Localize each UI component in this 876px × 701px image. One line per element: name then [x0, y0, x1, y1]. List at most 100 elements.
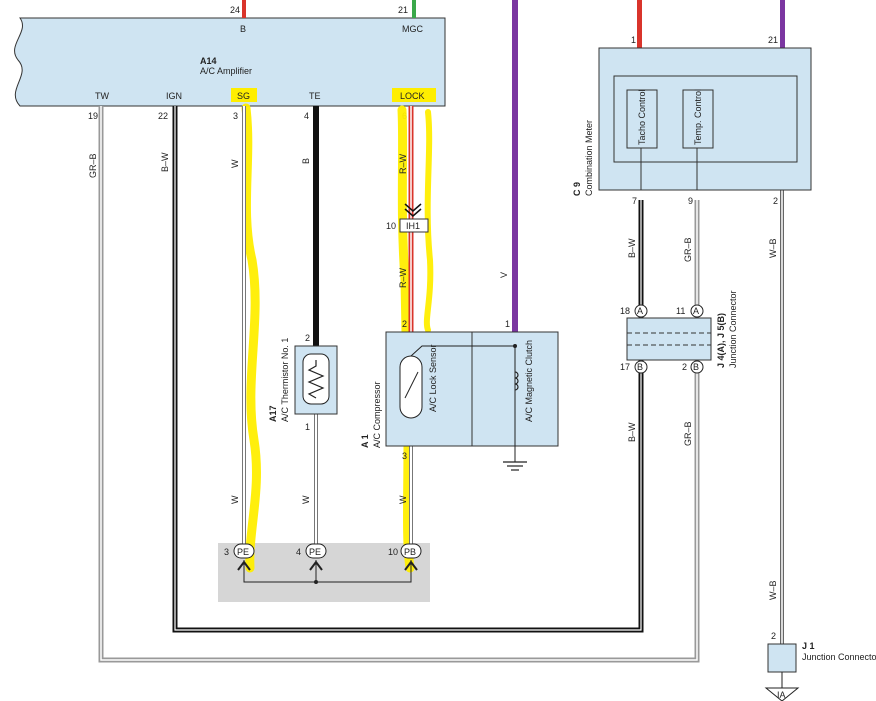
shield-pe-1: PE 3	[224, 543, 412, 583]
label-gr-b-left: GR–B	[88, 153, 98, 178]
temp-control-label: Temp. Control	[693, 89, 703, 145]
label-b-w-left: B–W	[160, 152, 170, 172]
lock-sensor-link	[410, 345, 515, 357]
ia-ground-triangle-icon	[764, 687, 800, 701]
wire-ign-b-w-inner	[174, 106, 642, 631]
junction-pin-11: 11	[676, 306, 685, 316]
ground-ia-label: IA	[777, 690, 786, 700]
junction-name: Junction Connector	[728, 290, 738, 368]
ih1-pin: 10	[386, 221, 396, 231]
shield-pb: PB 10	[388, 543, 422, 571]
amplifier-id: A14	[200, 56, 217, 66]
svg-text:PB: PB	[404, 547, 416, 557]
thermistor-pin-bottom: 1	[305, 422, 310, 432]
highlight-lock	[392, 88, 436, 102]
compressor-pin-bottom: 3	[402, 451, 407, 461]
j1-pin: 2	[771, 631, 776, 641]
j1-name: Junction Connector	[802, 652, 876, 662]
compressor-id: A 1	[360, 434, 370, 448]
ground-icon	[503, 461, 527, 471]
label-w-b-meter-bottom: W–B	[768, 580, 778, 600]
ih1-connector	[399, 218, 429, 233]
wire-mgc-green-top	[412, 0, 416, 18]
label-v: V	[499, 272, 509, 278]
svg-text:4: 4	[296, 547, 301, 557]
label-w-b-meter-top: W–B	[768, 238, 778, 258]
compressor-name: A/C Compressor	[372, 381, 382, 448]
junction-pin-2: 2	[682, 362, 687, 372]
j1-box	[767, 643, 797, 673]
meter-pin-1: 1	[631, 35, 636, 45]
junction-pin-b-1	[634, 360, 648, 374]
tacho-control-box	[626, 89, 658, 149]
svg-text:PE: PE	[309, 547, 321, 557]
junction-pin-a-2-conn: A	[693, 306, 699, 316]
amplifier-box	[14, 17, 446, 107]
clutch-coil-icon	[514, 371, 519, 391]
label-w-sg-bottom: W	[230, 495, 240, 504]
amp-label-sg: SG	[237, 91, 250, 101]
amp-pin-4: 4	[304, 111, 309, 121]
svg-text:3: 3	[224, 547, 229, 557]
meter-name: Combination Meter	[584, 120, 594, 196]
clutch-label: A/C Magnetic Clutch	[524, 340, 534, 422]
label-gr-b-meter-bottom: GR–B	[683, 421, 693, 446]
wire-tw-gr-b-inner	[100, 106, 698, 661]
amp-pin-mgc-label: MGC	[402, 24, 423, 34]
tacho-control-label: Tacho Control	[637, 89, 647, 145]
wire-mgc-v	[512, 0, 518, 332]
thermistor-id: A17	[268, 405, 278, 422]
highlight-sg	[231, 88, 257, 102]
amp-pin-21: 21	[398, 5, 408, 15]
amp-pin-3: 3	[233, 111, 238, 121]
ih1-chevron-icon	[404, 203, 422, 217]
highlight-stroke-sg	[241, 103, 261, 573]
lock-sensor-label: A/C Lock Sensor	[428, 344, 438, 412]
j1-id: J 1	[802, 641, 815, 651]
highlight-stroke-lock	[397, 105, 415, 573]
amp-label-lock: LOCK	[400, 91, 425, 101]
wire-b-red-top	[242, 0, 246, 18]
label-b-w-meter-bottom: B–W	[627, 422, 637, 442]
junction-pin-a-2	[690, 304, 704, 318]
label-w-sg-top: W	[230, 159, 240, 168]
amplifier-name: A/C Amplifier	[200, 66, 252, 76]
amp-label-tw: TW	[95, 91, 109, 101]
junction-id: J 4(A), J 5(B)	[716, 313, 726, 368]
ih1-label: IH1	[406, 221, 420, 231]
junction-pin-b-2	[690, 360, 704, 374]
meter-pin-2: 2	[773, 196, 778, 206]
junction-connector-box	[626, 317, 712, 361]
amp-label-ign: IGN	[166, 91, 182, 101]
junction-pin-b-1-conn: B	[637, 362, 643, 372]
meter-id: C 9	[572, 182, 582, 196]
label-b-te: B	[301, 158, 311, 164]
wire-te-b	[313, 106, 319, 346]
thermistor-name: A/C Thermistor No. 1	[280, 338, 290, 422]
junction-pin-17: 17	[620, 362, 630, 372]
amp-pin-19: 19	[88, 111, 98, 121]
label-w-therm: W	[301, 495, 311, 504]
amp-pin-b-label: B	[240, 24, 246, 34]
label-r-w-mid: R–W	[398, 267, 408, 288]
thermistor-pin-top: 2	[305, 333, 310, 343]
junction-pin-a-1-conn: A	[637, 306, 643, 316]
wire-meter-red	[637, 0, 642, 48]
label-r-w-top: R–W	[398, 153, 408, 174]
meter-pin-9: 9	[688, 196, 693, 206]
thermistor-zigzag-icon	[307, 360, 325, 399]
wire-meter-purple	[780, 0, 785, 48]
label-b-w-meter-top: B–W	[627, 238, 637, 258]
label-gr-b-meter-top: GR–B	[683, 237, 693, 262]
compressor-pin-left: 2	[402, 319, 407, 329]
junction-pin-b-2-conn: B	[693, 362, 699, 372]
lock-sensor-slash	[404, 371, 419, 399]
svg-text:PE: PE	[237, 547, 249, 557]
junction-pin-a-1	[634, 304, 648, 318]
amp-pin-22: 22	[158, 111, 168, 121]
temp-control-box	[682, 89, 714, 149]
label-w-comp: W	[398, 495, 408, 504]
junction-pin-18: 18	[620, 306, 630, 316]
amp-label-te: TE	[309, 91, 321, 101]
